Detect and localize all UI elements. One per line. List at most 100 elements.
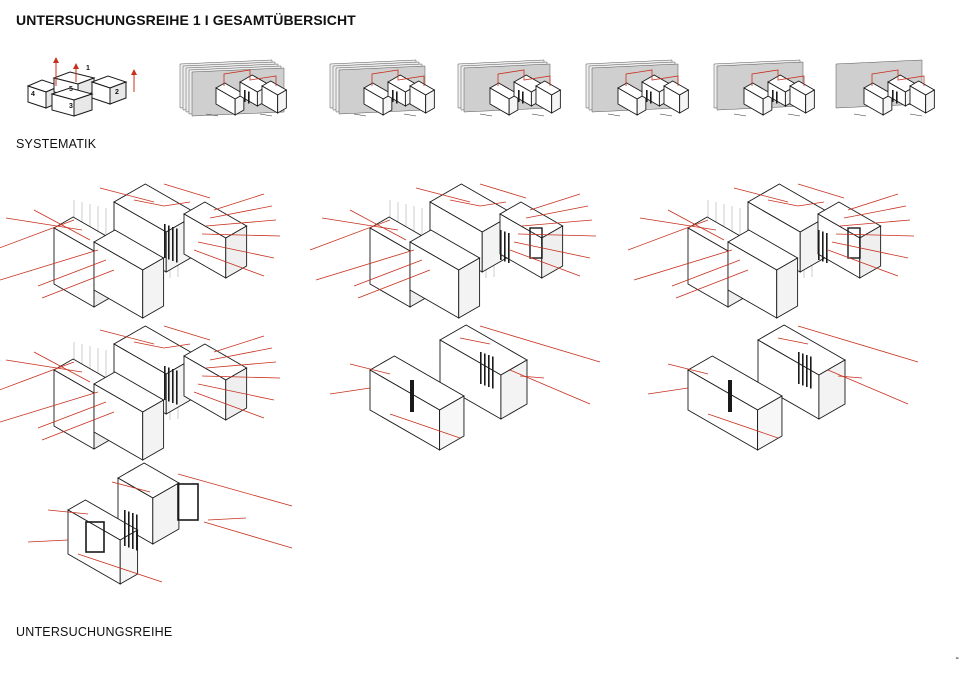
page-title: UNTERSUCHUNGSREIHE 1 I GESAMTÜBERSICHT bbox=[16, 12, 356, 28]
red-leader-e bbox=[349, 363, 391, 375]
red-leader-left-1 bbox=[639, 217, 717, 231]
red-leader-top-a bbox=[99, 187, 155, 203]
thumb-bars-0 bbox=[892, 90, 894, 102]
vertical-bars-3 bbox=[810, 356, 812, 389]
thumb-red-outline bbox=[625, 69, 679, 86]
vertical-bars-3 bbox=[136, 514, 138, 551]
study-thumbnail-4 bbox=[585, 59, 690, 117]
thumb-bars-0 bbox=[646, 90, 648, 102]
axonometric-study-7 bbox=[27, 462, 293, 585]
key-label-3: 3 bbox=[69, 103, 73, 110]
red-leader-right-5 bbox=[193, 391, 265, 419]
axonometric-study-4 bbox=[0, 325, 281, 461]
red-leader-right-5 bbox=[193, 249, 265, 277]
thumb-block-c-side bbox=[925, 89, 935, 114]
red-roof-edge bbox=[767, 199, 825, 207]
section-heading-untersuchungsreihe: UNTERSUCHUNGSREIHE bbox=[16, 625, 173, 639]
red-leader-left-2 bbox=[33, 209, 91, 241]
red-leader-left-4 bbox=[37, 401, 107, 429]
vertical-bars-0 bbox=[818, 230, 820, 260]
thumb-arrow-b bbox=[909, 113, 923, 117]
red-leader-right-1 bbox=[209, 347, 273, 361]
thumb-arrow-a bbox=[853, 113, 867, 117]
red-leader-left-0 bbox=[309, 219, 391, 251]
red-leader-e bbox=[667, 363, 709, 375]
red-leader-right-5 bbox=[827, 249, 899, 277]
thumb-arrow-b bbox=[531, 113, 545, 117]
thumb-bars-1 bbox=[522, 91, 524, 104]
thumb-block-c-side bbox=[805, 89, 815, 114]
axonometric-study-6 bbox=[647, 324, 919, 451]
vertical-bars-2 bbox=[172, 369, 174, 403]
thumb-block-c-side bbox=[551, 89, 561, 114]
red-leader-left-0 bbox=[0, 361, 75, 391]
frame-opening bbox=[847, 227, 861, 259]
red-leader-f bbox=[389, 413, 461, 439]
red-leader-left-2 bbox=[667, 209, 725, 241]
thumb-arrow-b bbox=[259, 113, 273, 117]
red-leader-left-1 bbox=[5, 217, 83, 231]
axonometric-study-3 bbox=[627, 183, 915, 319]
bar-front bbox=[410, 380, 414, 412]
thumb-red-outline bbox=[497, 69, 551, 86]
vertical-bars-2 bbox=[132, 513, 134, 549]
red-leader-left-5 bbox=[675, 269, 749, 299]
vertical-bars-0 bbox=[124, 510, 126, 546]
vertical-bars-2 bbox=[806, 355, 808, 387]
axonometric-study-2 bbox=[309, 183, 597, 319]
study-thumbnail-1 bbox=[179, 59, 288, 117]
red-leader-top-a bbox=[733, 187, 789, 203]
red-leader-right-4 bbox=[831, 241, 909, 259]
thumb-arrow-a bbox=[479, 113, 493, 117]
page-mark: - bbox=[955, 652, 959, 664]
mass-right-side bbox=[541, 225, 564, 279]
red-leader-left-1 bbox=[5, 359, 83, 373]
mass-right-side bbox=[225, 225, 248, 279]
thumb-bars-0 bbox=[392, 90, 394, 102]
thumb-bars-0 bbox=[244, 90, 246, 102]
study-thumbnail-3 bbox=[457, 59, 562, 117]
red-leader-left-0 bbox=[627, 219, 709, 251]
red-leader-left-2 bbox=[349, 209, 407, 241]
red-leader-left-4 bbox=[353, 259, 423, 287]
vertical-bars-1 bbox=[484, 353, 486, 386]
red-leader-c bbox=[837, 375, 863, 379]
red-leader-left-4 bbox=[671, 259, 741, 287]
thumb-block-c-side bbox=[425, 89, 435, 114]
red-leader-a bbox=[479, 325, 601, 363]
red-leader-left-3 bbox=[0, 249, 99, 281]
red-leader-right-3 bbox=[517, 233, 597, 237]
red-leader-right-2 bbox=[205, 361, 277, 369]
frame-back-opening bbox=[177, 483, 199, 521]
study-thumbnail-6 bbox=[835, 59, 936, 117]
vertical-bars-1 bbox=[802, 353, 804, 386]
mass-front-side bbox=[458, 257, 481, 319]
thumb-bars-1 bbox=[776, 91, 778, 104]
vertical-bars-1 bbox=[128, 511, 130, 548]
axonometric-study-5 bbox=[329, 324, 601, 451]
thumb-arrow-a bbox=[607, 113, 621, 117]
red-leader-left-5 bbox=[41, 411, 115, 441]
red-leader-right-0 bbox=[213, 335, 265, 353]
red-roof-edge bbox=[133, 341, 191, 349]
vertical-bars-1 bbox=[822, 231, 824, 262]
thumb-bars-0 bbox=[772, 90, 774, 102]
thumb-arrow-a bbox=[733, 113, 747, 117]
red-leader-left-5 bbox=[41, 269, 115, 299]
key-diagram: 1 2 3 4 5 bbox=[26, 57, 137, 117]
red-leader-e bbox=[47, 509, 89, 515]
red-leader-d bbox=[647, 387, 689, 395]
mass-right-side bbox=[859, 225, 882, 279]
red-leader-top-b bbox=[163, 183, 211, 199]
red-leader-top-b bbox=[797, 183, 845, 199]
thumb-bars-1 bbox=[396, 91, 398, 104]
red-leader-right-2 bbox=[205, 219, 277, 227]
thumb-bars-1 bbox=[650, 91, 652, 104]
red-leader-right-5 bbox=[509, 249, 581, 277]
red-leader-right-3 bbox=[201, 233, 281, 237]
axonometric-study-1 bbox=[0, 183, 281, 319]
red-leader-left-0 bbox=[0, 219, 75, 249]
thumb-bars-1 bbox=[896, 91, 898, 104]
red-leader-c bbox=[519, 375, 545, 379]
red-roof-edge bbox=[459, 337, 491, 345]
